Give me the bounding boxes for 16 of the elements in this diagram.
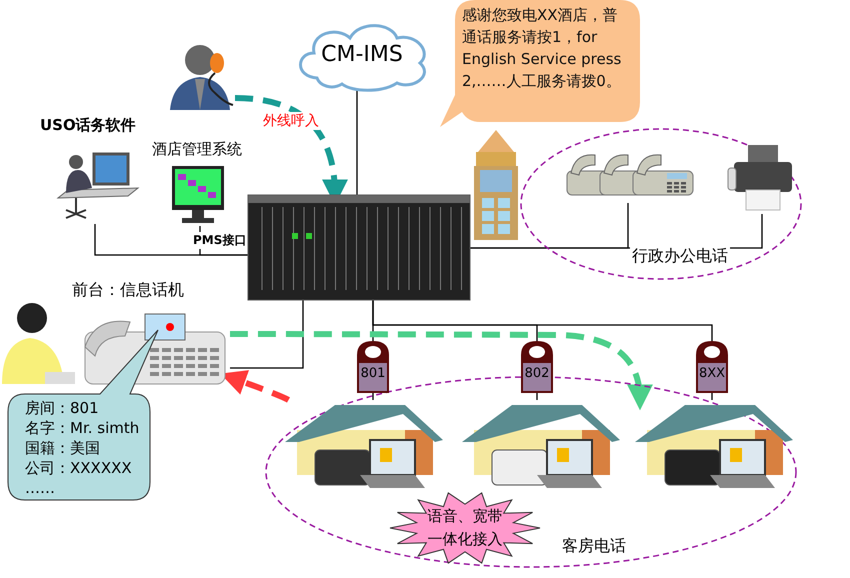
room-tag: 8XX <box>694 341 730 393</box>
hotel-building-drawing <box>474 130 518 240</box>
software-label: USO话务软件 <box>40 116 136 135</box>
switch-rack-drawing <box>248 195 470 300</box>
starburst-callout: 语音、宽带一体化接入 <box>390 492 540 564</box>
room-tag: 801 <box>355 341 391 393</box>
room-tag: 802 <box>519 341 555 393</box>
speech-bubble: 感谢您致电XX酒店，普通话服务请按1，for English Service press 2,……人工服务请拨0。 <box>440 0 640 127</box>
system-label: 酒店管理系统 <box>152 140 242 159</box>
connector-line <box>372 300 713 341</box>
front-desk-label: 前台：信息话机 <box>72 280 184 301</box>
dashed-arrow <box>230 331 652 410</box>
edge-label: PMS接口 <box>192 232 248 249</box>
connector-line <box>356 90 358 195</box>
edge-label: 外线呼入 <box>262 112 320 130</box>
connector-line <box>230 300 304 369</box>
